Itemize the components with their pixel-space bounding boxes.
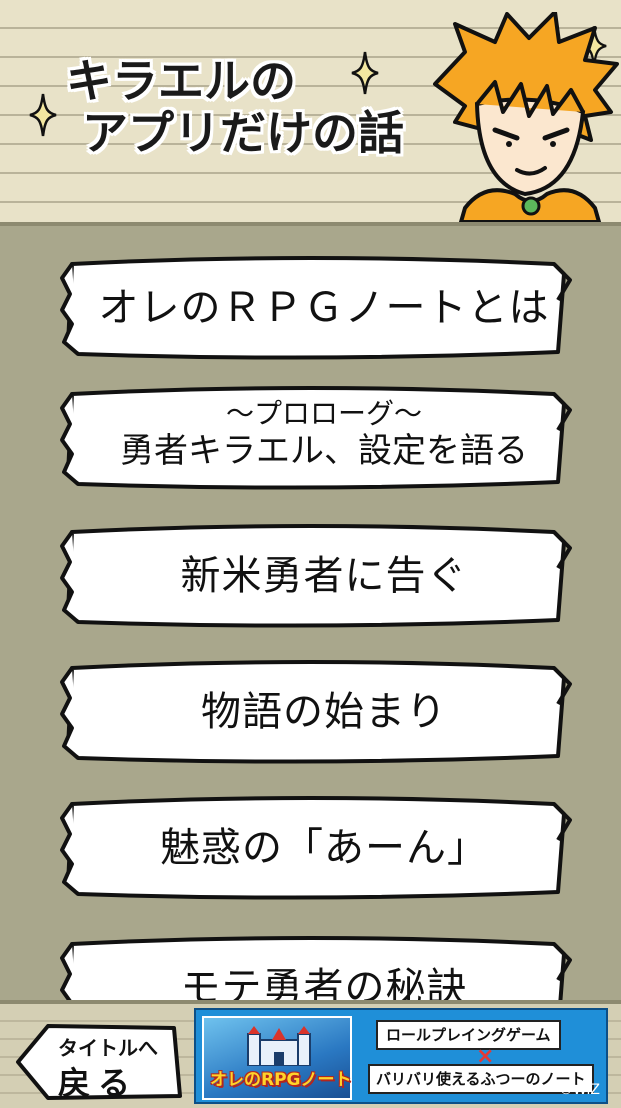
sparkle-icon (29, 93, 57, 137)
menu-item-prologue[interactable]: ～プロローグ～ 勇者キラエル、設定を語る (58, 384, 576, 496)
scroll-frame (60, 660, 572, 764)
ad-copyright: ©WiZ (558, 1082, 600, 1098)
menu-item-new-hero[interactable]: 新米勇者に告ぐ (58, 522, 576, 634)
menu-item-about-note[interactable]: オレのＲＰＧノートとは (58, 254, 576, 366)
page-title: キラエルの アプリだけの話 (48, 54, 468, 160)
back-arrow-icon (16, 1024, 182, 1100)
menu-item-popular-hero-secret[interactable]: モテ勇者の秘訣 (58, 934, 576, 1000)
scroll-frame (60, 386, 572, 490)
footer-bar: タイトルへ 戻る オレのRPGノート ロールプレイングゲーム × バリバリ使える… (0, 1000, 621, 1108)
ad-tagline-notebook: バリバリ使えるふつーのノート (368, 1064, 594, 1094)
back-to-title-button[interactable]: タイトルへ 戻る (14, 1020, 184, 1102)
ad-cover-title: オレのRPGノート (210, 1070, 352, 1090)
menu-item-label: 魅惑の「あーん」 (160, 825, 488, 871)
sparkle-icon (351, 51, 379, 95)
menu-item-label: オレのＲＰＧノートとは (98, 285, 550, 331)
back-button-line2: 戻る (58, 1064, 139, 1102)
header: キラエルの アプリだけの話 (0, 0, 621, 226)
ad-tagline-rpg: ロールプレイングゲーム (376, 1020, 561, 1050)
menu-item-label: 勇者キラエル、設定を語る (120, 431, 528, 471)
menu-item-sublabel: ～プロローグ～ (225, 397, 422, 430)
title-line-1: キラエルの (66, 54, 296, 108)
scroll-frame (60, 524, 572, 628)
chapter-menu: オレのＲＰＧノートとは ～プロローグ～ 勇者キラエル、設定を語る 新米勇者に告ぐ (0, 226, 621, 1000)
back-button-line1: タイトルへ (58, 1036, 158, 1060)
castle-icon (247, 1026, 311, 1066)
menu-item-label: 物語の始まり (201, 689, 447, 735)
menu-item-label: モテ勇者の秘訣 (180, 965, 468, 1000)
ad-cross: × (476, 1044, 495, 1069)
title-line-2: アプリだけの話 (82, 105, 404, 160)
ad-cover-image: オレのRPGノート (202, 1016, 352, 1100)
scroll-frame (60, 936, 572, 1000)
scroll-frame (60, 796, 572, 900)
ad-banner[interactable]: オレのRPGノート ロールプレイングゲーム × バリバリ使えるふつーのノート ©… (194, 1008, 608, 1104)
menu-item-story-begins[interactable]: 物語の始まり (58, 658, 576, 770)
scroll-frame (60, 256, 572, 360)
hero-kiraeru-avatar (433, 12, 619, 222)
menu-item-label: 新米勇者に告ぐ (180, 553, 468, 599)
menu-item-charm-aan[interactable]: 魅惑の「あーん」 (58, 794, 576, 906)
